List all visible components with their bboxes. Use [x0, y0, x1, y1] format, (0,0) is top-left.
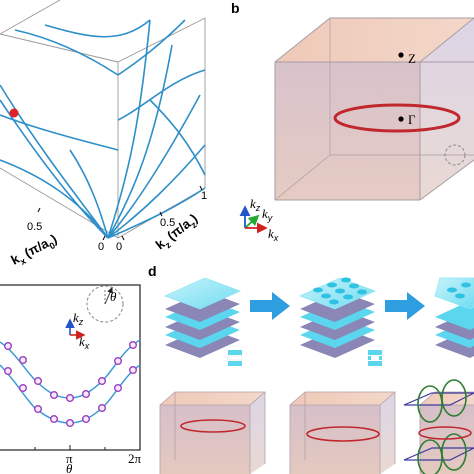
unit-cell-2: [368, 350, 382, 366]
gamma-label: Γ: [408, 112, 416, 127]
panel-d: d: [148, 263, 474, 474]
svg-text:θ: θ: [110, 289, 117, 304]
kx-axis-label: kx(π/a0): [8, 231, 60, 270]
arrow-1: [250, 292, 290, 320]
lower-cube-3: [403, 379, 474, 474]
c-inset: θ kz kx: [65, 285, 124, 351]
panel-a-ticks: [37, 185, 203, 241]
tick-kz-05: 0.5: [160, 217, 175, 229]
panel-a-frame: [0, 0, 206, 239]
layer-stack-2: [298, 277, 377, 358]
tick-kz-0: 0: [116, 241, 122, 253]
lower-cube-2: [289, 391, 396, 474]
tick-kx-05: 0.5: [27, 221, 42, 233]
dashed-circle: [444, 144, 466, 166]
tick-kz-1: 1: [201, 190, 207, 202]
panel-b-letter: b: [231, 0, 240, 16]
svg-text:kx: kx: [79, 334, 90, 351]
xlabel-theta: θ: [66, 461, 73, 474]
cube-inner-edges: [274, 18, 474, 201]
z-label: Z: [408, 51, 416, 66]
panel-a: 0.5 0 0 0.5 1 kx(π/a0) kz(π/az): [0, 0, 207, 270]
layer-stack-1: [163, 277, 242, 358]
c-curves: [0, 339, 141, 424]
cube-edges: [274, 17, 474, 201]
cube-left-face: [275, 62, 420, 200]
lower-cube-1: [159, 391, 266, 474]
z-point: [398, 52, 404, 58]
svg-text:kx(π/a0): kx(π/a0): [8, 231, 60, 270]
panel-b: b Z Γ kz ky: [231, 0, 474, 243]
panel-d-letter: d: [148, 263, 157, 279]
nodal-ring: [333, 103, 461, 133]
svg-text:kz: kz: [73, 310, 84, 327]
panel-c: π 2π θ θ kz kx: [0, 284, 142, 474]
coord-triad-b: kz ky kx: [239, 196, 279, 243]
c-markers: [3, 341, 137, 428]
cube-top-face: [275, 18, 474, 62]
svg-text:kx: kx: [268, 226, 279, 243]
layer-stack-3: [434, 277, 474, 358]
svg-text:ky: ky: [262, 206, 273, 223]
tick-pi: π: [66, 451, 73, 466]
arrow-2: [385, 292, 425, 320]
gamma-point: [398, 116, 404, 122]
tick-kx-0: 0: [98, 241, 104, 253]
unit-cell-1: [227, 350, 243, 366]
band-curves: [0, 19, 206, 239]
svg-text:kz: kz: [250, 196, 261, 213]
red-point: [9, 108, 19, 118]
tick-2pi: 2π: [128, 451, 142, 466]
